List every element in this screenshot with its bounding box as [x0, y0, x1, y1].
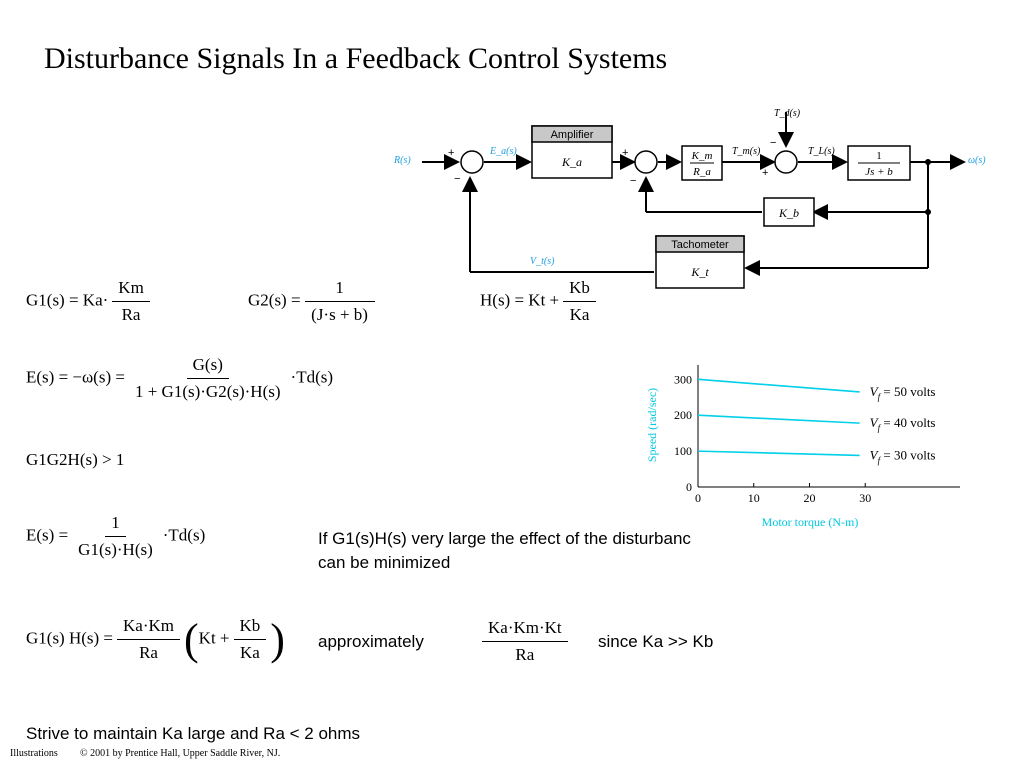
y-tick-label: 0 — [686, 480, 692, 494]
load-num: 1 — [876, 150, 882, 162]
sign-sum1-minus: − — [454, 173, 460, 185]
gh-num1: Ka·Km — [117, 616, 181, 640]
pickoff-point-1 — [925, 159, 931, 165]
x-axis-label: Motor torque (N-m) — [762, 515, 859, 529]
series-line — [697, 378, 860, 393]
page-title: Disturbance Signals In a Feedback Contro… — [44, 42, 668, 75]
x-tick-label: 10 — [748, 491, 760, 505]
e1-lhs: E(s) = −ω(s) = — [26, 367, 125, 387]
x-tick-label: 30 — [859, 491, 871, 505]
y-axis-label: Speed (rad/sec) — [645, 388, 659, 462]
h-lhs: H(s) = Kt + — [480, 290, 560, 310]
motor-block: K_m R_a — [681, 145, 723, 181]
series-label: Vf = 30 volts — [870, 447, 936, 465]
series-line — [697, 414, 860, 424]
amplifier-title: Amplifier — [551, 129, 594, 141]
amplifier-block: Amplifier K_a — [531, 125, 613, 179]
label-input: R(s) — [393, 155, 411, 166]
summing-junction-2 — [634, 150, 658, 174]
gh-num2: Kb — [233, 616, 267, 640]
equation-e1: E(s) = −ω(s) = G(s) 1 + G1(s)·G2(s)·H(s) ·T… — [26, 355, 333, 402]
gh-den2: Ka — [239, 643, 260, 662]
amplifier-gain: K_a — [561, 155, 582, 169]
label-tl: T_L(s) — [808, 146, 835, 157]
gh-open-paren: ( — [184, 615, 199, 664]
summing-junction-3 — [774, 150, 798, 174]
summing-junction-1 — [460, 150, 484, 174]
footer-label: Illustrations — [10, 748, 58, 759]
strive-text: Strive to maintain Ka large and Ra < 2 o… — [26, 724, 361, 743]
sign-sum1-plus: + — [448, 147, 454, 159]
e2-rhs: ·Td(s) — [162, 525, 206, 545]
equation-condition: G1G2H(s) > 1 — [26, 450, 125, 469]
footer-copyright: © 2001 by Prentice Hall, Upper Saddle Ri… — [80, 748, 281, 759]
g1-num: Km — [112, 278, 150, 302]
note-text: If G1(s)H(s) very large the effect of th… — [318, 527, 691, 575]
tachometer-title: Tachometer — [671, 239, 729, 251]
g1-den: Ra — [121, 305, 141, 324]
block-diagram: Amplifier K_a K_m R_a 1 Js + b K_b Tacho… — [393, 108, 986, 289]
e1-den: 1 + G1(s)·G2(s)·H(s) — [134, 382, 281, 401]
label-output: ω(s) — [968, 155, 986, 166]
since-label: since Ka >> Kb — [598, 632, 714, 651]
e2-num: 1 — [105, 513, 126, 537]
approx-den: Ra — [515, 645, 535, 664]
series-line — [697, 450, 860, 457]
g2-lhs: G2(s) = — [248, 290, 301, 310]
load-den: Js + b — [865, 166, 893, 178]
sign-sum2-minus: − — [630, 175, 636, 187]
e2-den: G1(s)·H(s) — [78, 540, 153, 559]
chart-series — [697, 378, 860, 457]
label-error: E_a(s) — [489, 146, 517, 157]
g2-num: 1 — [304, 278, 375, 302]
tachometer-block: Tachometer K_t — [655, 235, 745, 289]
series-label: Vf = 50 volts — [870, 384, 936, 402]
h-den: Ka — [569, 305, 590, 324]
tachometer-gain: K_t — [690, 265, 709, 279]
note-line-2: can be minimized — [318, 553, 451, 572]
x-tick-label: 20 — [803, 491, 815, 505]
approx-num: Ka·Km·Kt — [482, 618, 568, 642]
gh-den1: Ra — [139, 643, 158, 662]
e1-rhs: ·Td(s) — [290, 367, 334, 387]
label-vt: V_t(s) — [530, 256, 555, 267]
gh-inner: Kt + — [198, 628, 230, 648]
label-td: T_d(s) — [774, 108, 801, 119]
e1-num: G(s) — [186, 355, 229, 379]
sign-sum2-plus: + — [622, 147, 628, 159]
pickoff-point-2 — [925, 209, 931, 215]
note-line-1: If G1(s)H(s) very large the effect of th… — [318, 529, 691, 548]
y-tick-label: 300 — [674, 372, 692, 386]
g1-lhs: G1(s) = Ka· — [26, 290, 109, 310]
load-block: 1 Js + b — [847, 145, 911, 181]
equation-g2: G2(s) =1 (J·s + b) — [248, 278, 379, 325]
chart-axes — [697, 365, 960, 488]
label-tm: T_m(s) — [732, 146, 761, 157]
y-tick-label: 200 — [674, 408, 692, 422]
motor-num: K_m — [691, 150, 713, 162]
gh-lhs: G1(s) H(s) = — [26, 628, 114, 648]
x-tick-label: 0 — [695, 491, 701, 505]
e2-lhs: E(s) = — [26, 525, 69, 545]
y-tick-label: 100 — [674, 444, 692, 458]
sign-sum3-minus: − — [770, 137, 776, 149]
back-emf-block: K_b — [763, 197, 815, 227]
gh-close-paren: ) — [270, 615, 285, 664]
sign-sum3-plus: + — [762, 167, 768, 179]
series-label: Vf = 40 volts — [870, 415, 936, 433]
h-num: Kb — [563, 278, 596, 302]
g2-den: (J·s + b) — [311, 305, 368, 324]
approximately-label: approximately — [318, 632, 424, 651]
motor-den: R_a — [692, 166, 711, 178]
back-emf-gain: K_b — [778, 206, 799, 220]
